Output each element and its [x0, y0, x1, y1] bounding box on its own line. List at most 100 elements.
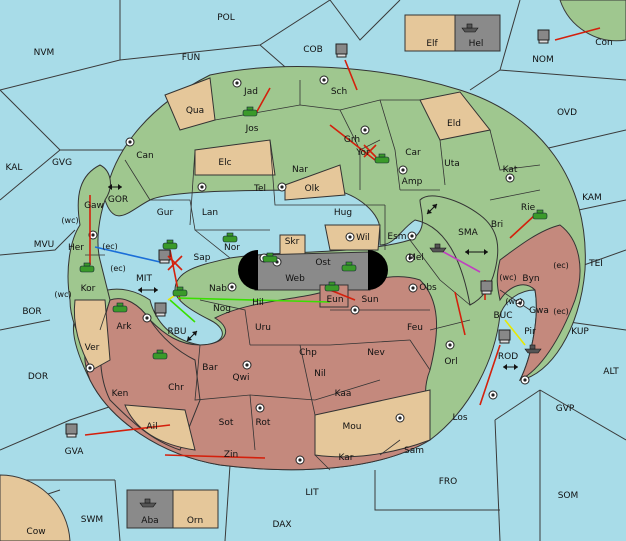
label-rie: Rie: [521, 203, 536, 213]
label-nab: Nab: [209, 284, 227, 294]
army-tank-icon: [79, 262, 95, 273]
coast-byn-wc: (wc): [499, 273, 516, 282]
sea-kam: KAM: [582, 193, 602, 203]
fleet-ship-icon: [429, 243, 447, 253]
supply-center-icon: [255, 403, 265, 413]
sea-gvp: GVP: [556, 404, 575, 414]
order-los-rod: [479, 344, 501, 406]
label-qwi: Qwi: [233, 373, 250, 383]
sea-labels: POL NVM FUN COB NOM Con OVD KAL GVG KAM …: [6, 13, 620, 537]
label-chp: Chp: [299, 348, 317, 358]
sea-mit: MIT: [136, 274, 152, 284]
label-kat: Kat: [503, 165, 518, 175]
supply-center-icon: [295, 455, 305, 465]
sea-nvm: NVM: [34, 48, 55, 58]
cross-icon: [363, 144, 377, 158]
label-car: Car: [405, 148, 421, 158]
label-sun: Sun: [361, 295, 378, 305]
supply-center-icon: [232, 78, 242, 88]
sea-rbu: RBU: [167, 327, 186, 337]
order-support-pir: [504, 319, 526, 346]
black-cap-east: [368, 250, 388, 290]
coast-byn-ec: (ec): [553, 261, 569, 270]
supply-center-icon: [398, 165, 408, 175]
sea-fro: FRO: [439, 477, 458, 487]
order-sch-cob: [344, 59, 358, 91]
cross-icon: [167, 255, 183, 271]
sea-swm: SWM: [81, 515, 103, 525]
land-orn: [172, 489, 219, 529]
supply-centers: [85, 75, 530, 465]
fleet-ship-icon: [480, 280, 493, 295]
order-con-nom: [554, 27, 601, 41]
supply-center-icon: [277, 182, 287, 192]
sea-fun: FUN: [182, 53, 201, 63]
sea-gor: GOR: [108, 195, 128, 205]
sea-gvg: GVG: [52, 158, 72, 168]
army-tank-icon: [172, 286, 188, 297]
double-arrow-icon: [108, 184, 122, 190]
label-eun: Eun: [326, 295, 343, 305]
sea-ovd: OVD: [557, 108, 577, 118]
army-tank-icon: [324, 281, 340, 292]
label-can: Can: [136, 151, 154, 161]
label-sam: Sam: [404, 446, 424, 456]
label-eld: Eld: [447, 119, 461, 129]
supply-center-icon: [242, 360, 252, 370]
label-hel: Hel: [469, 39, 484, 49]
coast-gwa-wc: (wc): [505, 297, 522, 306]
fleet-ship-icon: [335, 43, 348, 58]
coast-her-wc: (wc): [61, 216, 78, 225]
land-elf: [404, 14, 456, 52]
label-sap: Sap: [194, 253, 211, 263]
fleet-ship-icon: [461, 23, 479, 33]
label-ken: Ken: [112, 389, 129, 399]
units: [65, 23, 550, 508]
label-gaw: Gaw: [84, 201, 104, 211]
supply-center-icon: [88, 230, 98, 240]
label-web: Web: [285, 274, 305, 284]
army-tank-icon: [262, 252, 278, 263]
label-yor: Yor: [355, 148, 370, 158]
fleet-ship-icon: [154, 302, 167, 317]
supply-center-icon: [227, 282, 237, 292]
label-esm: Esm: [387, 232, 406, 242]
sea-sma: SMA: [458, 228, 478, 238]
sea-dax: DAX: [272, 520, 291, 530]
order-rie-bri: [509, 214, 536, 239]
sea-nom: NOM: [532, 55, 554, 65]
coast-kor-ec: (ec): [110, 264, 126, 273]
supply-center-icon: [142, 313, 152, 323]
tan-provinces: [73, 77, 491, 458]
army-tank-icon: [341, 261, 357, 272]
label-mel: Mel: [408, 253, 424, 263]
label-los: Los: [452, 413, 467, 423]
label-byn: Byn: [522, 274, 539, 284]
sea-gva: GVA: [65, 447, 85, 457]
land-cow-label: Cow: [26, 527, 45, 537]
order-ail-gva: [84, 424, 171, 436]
army-tank-icon: [152, 349, 168, 360]
sea-con: Con: [595, 38, 613, 48]
supply-center-icon: [515, 298, 525, 308]
coast-labels: (wc) (ec) (ec) (wc) (wc) (ec) (wc) (ec): [54, 216, 568, 316]
supply-center-icon: [445, 340, 455, 350]
label-kaa: Kaa: [335, 389, 352, 399]
label-amp: Amp: [402, 177, 423, 187]
label-gur: Gur: [157, 208, 174, 218]
order-obs-orl: [454, 291, 466, 336]
failed-order-marks: [167, 144, 377, 271]
label-kor: Kor: [81, 284, 96, 294]
army-tank-icon: [242, 106, 258, 117]
sea-pol: POL: [217, 13, 235, 23]
label-ail: Ail: [146, 422, 157, 432]
label-orn: Orn: [187, 516, 203, 526]
supply-center-icon: [408, 283, 418, 293]
army-tank-icon: [532, 209, 548, 220]
supply-center-icon: [405, 253, 415, 263]
supply-center-icon: [395, 413, 405, 423]
fleet-ship-icon: [65, 423, 78, 438]
